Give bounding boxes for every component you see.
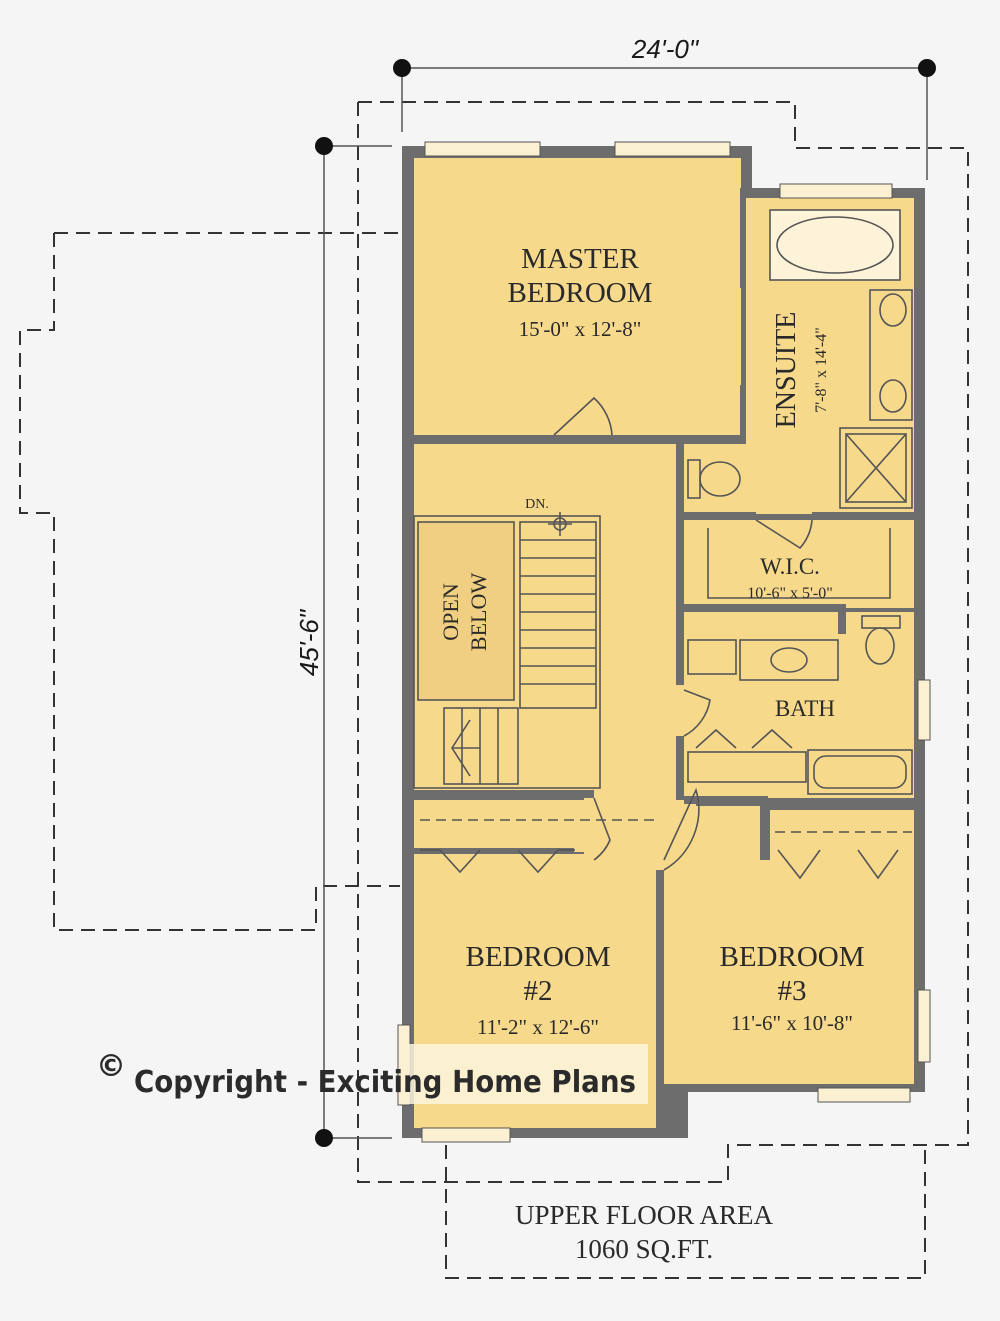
copyright-backdrop [408, 1044, 648, 1104]
wic-size: 10'-6" x 5'-0" [747, 585, 832, 602]
stair-well [413, 515, 601, 789]
room-floors [414, 158, 914, 1128]
ensuite-size: 7'-8" x 14'-4" [813, 327, 830, 412]
window [917, 989, 931, 1063]
shower-stall [839, 427, 913, 509]
bedroom3-label: #3 [778, 975, 807, 1007]
ensuite-sink [879, 379, 907, 413]
open-below-area [417, 521, 515, 701]
door-swings [553, 396, 813, 871]
bath-vanity [739, 639, 839, 681]
master-bedroom-floor [414, 158, 741, 435]
bedroom2-size: 11'-2" x 12'-6" [477, 1015, 599, 1039]
ensuite-label: ENSUITE [771, 312, 802, 429]
floor-area-value: 1060 SQ.FT. [575, 1234, 713, 1264]
window [817, 1087, 911, 1103]
copyright-symbol: © [96, 1049, 126, 1084]
linen-closet [687, 751, 807, 783]
depth-dimension: 45'-6" [294, 608, 324, 676]
bedroom3-size: 11'-6" x 10'-8" [731, 1011, 853, 1035]
width-dimension: 24'-0" [631, 34, 700, 64]
lower-floor-outline [19, 101, 969, 1279]
stair-down-label: DN. [525, 497, 549, 512]
wic-floor [684, 520, 914, 608]
bedroom3-label: BEDROOM [719, 941, 864, 973]
dimension-dot-top-left [393, 59, 411, 77]
toilet-area-floor [684, 444, 838, 514]
fixtures [420, 209, 913, 880]
floor-area-label: UPPER FLOOR AREA [515, 1200, 774, 1230]
window [424, 141, 541, 157]
bath-floor [684, 612, 914, 798]
master-bedroom-size: 15'-0" x 12'-8" [519, 317, 642, 341]
ensuite-tub-basin [776, 216, 894, 274]
dimension-lines [323, 67, 928, 1139]
bedroom2-label: BEDROOM [465, 941, 610, 973]
copyright-text: Copyright - Exciting Home Plans [134, 1065, 636, 1100]
ensuite-vanity [869, 289, 913, 421]
open-below-label: OPEN [438, 583, 463, 641]
stairs [413, 512, 601, 789]
bath-toilet-bowl [865, 627, 895, 665]
window [421, 1127, 511, 1143]
wic-label: W.I.C. [760, 554, 820, 579]
window [779, 183, 893, 199]
bath-storage [687, 639, 737, 675]
open-below-label: BELOW [466, 573, 491, 651]
ensuite-sink [879, 293, 907, 327]
window [917, 679, 931, 741]
master-bedroom-label: MASTER [521, 243, 639, 275]
dimension-dot-left-top [315, 137, 333, 155]
interior-walls [414, 188, 914, 1100]
closet3-floor [770, 812, 914, 846]
bath-tub [807, 749, 913, 795]
bedroom3-floor [662, 806, 914, 1084]
bedroom2-label: #2 [524, 975, 553, 1007]
ensuite-toilet-bowl [699, 461, 741, 497]
bath-label: BATH [775, 696, 835, 721]
master-bedroom-label: BEDROOM [507, 277, 652, 309]
windows [397, 141, 931, 1143]
window [614, 141, 731, 157]
dimension-dot-top-right [918, 59, 936, 77]
ensuite-tub [769, 209, 901, 281]
dimension-dot-left-bottom [315, 1129, 333, 1147]
bath-sink [770, 647, 808, 673]
